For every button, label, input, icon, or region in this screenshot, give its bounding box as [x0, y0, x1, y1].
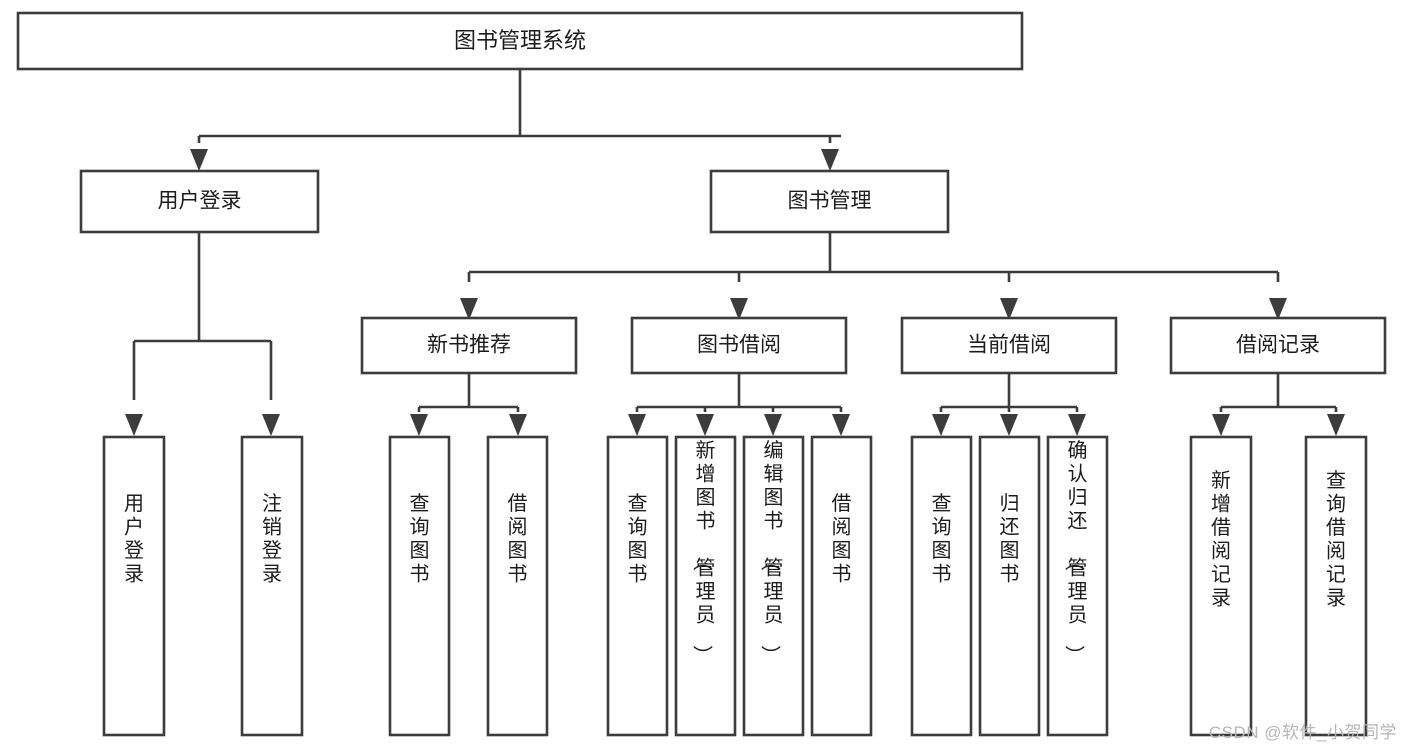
node-book-management-label: 图书管理: [788, 190, 872, 213]
leaf-logout[interactable]: 注销登录: [240, 435, 304, 737]
arrow-to-leaf-query-book-1: [410, 414, 428, 436]
node-new-book-recommend[interactable]: 新书推荐: [360, 316, 578, 375]
leaf-query-book-newrec-label: 查询图书: [410, 492, 430, 586]
node-borrow-record-label: 借阅记录: [1236, 334, 1320, 357]
node-book-management[interactable]: 图书管理: [709, 169, 950, 234]
leaf-user-login[interactable]: 用户登录: [102, 435, 166, 737]
leaf-add-borrow-record[interactable]: 新增借阅记录: [1189, 435, 1253, 737]
arrow-to-leaf-confirm-return: [1068, 414, 1086, 436]
arrow-to-leaf-return-book: [1000, 414, 1018, 436]
node-book-borrow[interactable]: 图书借阅: [630, 316, 848, 375]
leaf-edit-book-admin-label: 编辑图书（管理员）: [759, 439, 784, 665]
connector-root-to-level1: [190, 69, 841, 171]
node-user-login[interactable]: 用户登录: [79, 169, 320, 234]
connector-borrowrecord-to-leaves: [1212, 374, 1345, 436]
node-new-book-recommend-label: 新书推荐: [427, 334, 511, 357]
leaf-borrow-book-newrec[interactable]: 借阅图书: [486, 435, 549, 737]
leaf-query-borrow-record[interactable]: 查询借阅记录: [1304, 435, 1368, 737]
node-user-login-label: 用户登录: [158, 190, 242, 213]
arrow-to-leaf-query-record: [1327, 414, 1345, 436]
leaf-query-borrow-record-label: 查询借阅记录: [1326, 469, 1346, 610]
leaf-add-borrow-record-label: 新增借阅记录: [1211, 469, 1231, 610]
leaf-confirm-return-admin-label: 确认归还（管理员）: [1063, 439, 1088, 665]
leaf-borrow-book-borrow[interactable]: 借阅图书: [810, 435, 873, 737]
node-current-borrow[interactable]: 当前借阅: [900, 316, 1118, 375]
connector-bookmgmt-to-level2: [460, 232, 1287, 320]
leaf-query-book-newrec[interactable]: 查询图书: [388, 435, 451, 737]
leaf-confirm-return-admin[interactable]: 确认归还（管理员）: [1046, 435, 1109, 737]
leaf-query-book-current-label: 查询图书: [932, 492, 952, 586]
connector-newbookrec-to-leaves: [410, 374, 527, 436]
arrow-to-leaf-borrow-book-1: [509, 414, 527, 436]
leaf-query-book-current[interactable]: 查询图书: [910, 435, 973, 737]
arrow-to-leaf-add-record: [1212, 414, 1230, 436]
arrow-to-leaf-query-book-2: [628, 414, 646, 436]
leaf-user-login-label: 用户登录: [124, 493, 144, 586]
csdn-watermark: CSDN @软件_小贺同学: [1208, 723, 1397, 742]
leaf-query-book-borrow[interactable]: 查询图书: [606, 435, 669, 737]
connector-bookborrow-to-leaves: [628, 374, 850, 436]
leaf-logout-label: 注销登录: [262, 492, 282, 586]
arrow-to-leaf-add-book: [696, 414, 714, 436]
arrow-to-leaf-query-book-3: [932, 414, 950, 436]
node-root-label: 图书管理系统: [454, 28, 586, 53]
arrow-to-leaf-edit-book: [764, 414, 782, 436]
leaf-add-book-admin-label: 新增图书（管理员）: [691, 439, 716, 665]
node-root[interactable]: 图书管理系统: [16, 11, 1024, 71]
leaf-return-book-label: 归还图书: [1000, 492, 1020, 586]
leaf-return-book[interactable]: 归还图书: [978, 435, 1041, 737]
leaf-borrow-book-borrow-label: 借阅图书: [832, 492, 852, 586]
connector-usermgmt-to-leaves: [125, 232, 280, 436]
node-current-borrow-label: 当前借阅: [967, 334, 1051, 357]
node-book-borrow-label: 图书借阅: [697, 334, 781, 357]
arrow-to-leaf-logout: [262, 414, 280, 436]
leaf-query-book-borrow-label: 查询图书: [628, 492, 648, 586]
arrow-to-book-mgmt: [821, 149, 839, 171]
leaf-edit-book-admin[interactable]: 编辑图书（管理员）: [742, 435, 805, 737]
connector-currentborrow-to-leaves: [932, 374, 1086, 436]
leaf-borrow-book-newrec-label: 借阅图书: [508, 492, 528, 586]
arrow-to-leaf-borrow-book-2: [832, 414, 850, 436]
node-borrow-record[interactable]: 借阅记录: [1169, 316, 1387, 375]
leaf-add-book-admin[interactable]: 新增图书（管理员）: [674, 435, 737, 737]
arrow-to-user-login: [190, 149, 208, 171]
arrow-to-leaf-user-login: [125, 414, 143, 436]
